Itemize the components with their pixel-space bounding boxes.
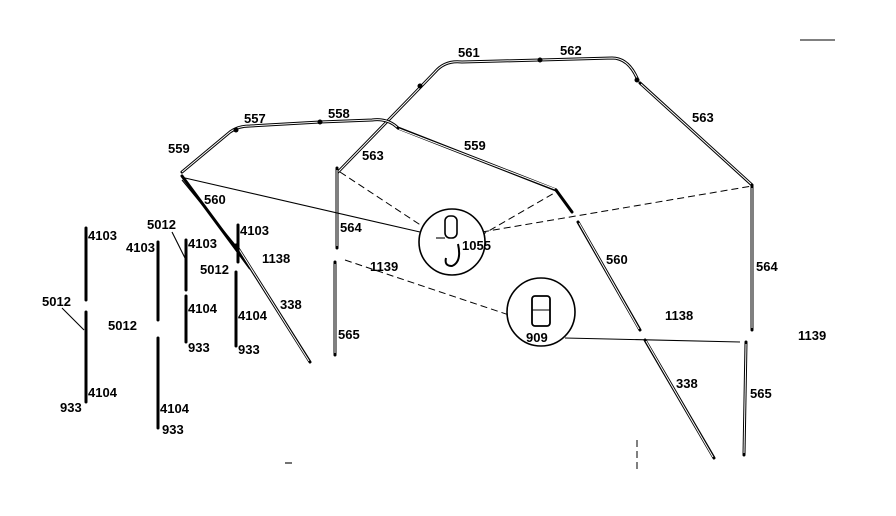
guy-line — [564, 337, 741, 343]
label-4103-a: 4103 — [88, 228, 117, 243]
label-560-right: 560 — [606, 252, 628, 267]
label-5012-b: 5012 — [108, 318, 137, 333]
label-565-left: 565 — [338, 327, 360, 342]
label-560-left: 560 — [204, 192, 226, 207]
loose-parts-left — [61, 223, 240, 430]
hook-icon — [444, 243, 461, 268]
guy-line-dashed — [479, 191, 557, 237]
label-565-right: 565 — [750, 386, 772, 401]
joint — [317, 119, 323, 125]
label-1138-right: 1138 — [665, 308, 693, 323]
front-frame — [180, 118, 558, 192]
label-564-left: 564 — [340, 220, 362, 235]
joint — [537, 57, 543, 63]
label-5012-d: 5012 — [200, 262, 229, 277]
label-933-c: 933 — [188, 340, 210, 355]
front-top-bow — [180, 118, 400, 174]
label-5012-c: 5012 — [147, 217, 176, 232]
label-909: 909 — [526, 330, 548, 345]
label-933-b: 933 — [162, 422, 184, 437]
label-561: 561 — [458, 45, 480, 60]
label-557: 557 — [244, 111, 266, 126]
rear-frame — [336, 56, 754, 187]
label-4104-c: 4104 — [188, 301, 218, 316]
joint — [634, 77, 640, 83]
joint — [233, 127, 239, 133]
label-559-right: 559 — [464, 138, 486, 153]
label-5012-a: 5012 — [42, 294, 71, 309]
label-564-right: 564 — [756, 259, 778, 274]
label-4104-d: 4104 — [238, 308, 268, 323]
callout-1055 — [418, 208, 486, 276]
label-1139-left: 1139 — [370, 259, 398, 274]
hook-clip-icon — [444, 215, 458, 239]
guy-line-dashed — [481, 185, 753, 233]
callout-909 — [506, 277, 576, 347]
label-933-a: 933 — [60, 400, 82, 415]
clip-icon — [531, 295, 551, 327]
joint — [417, 83, 423, 89]
guy-line-dashed — [344, 259, 513, 317]
label-562: 562 — [560, 43, 582, 58]
label-558: 558 — [328, 106, 350, 121]
label-338-right: 338 — [676, 376, 698, 391]
label-1138-left: 1138 — [262, 251, 290, 266]
label-338-left: 338 — [280, 297, 302, 312]
label-1139-right: 1139 — [798, 328, 826, 343]
label-4104-b: 4104 — [160, 401, 190, 416]
label-4104-a: 4104 — [88, 385, 118, 400]
guy-line-front — [181, 179, 237, 247]
label-933-d: 933 — [238, 342, 260, 357]
label-4103-d: 4103 — [240, 223, 269, 238]
leg-joint-right — [554, 188, 574, 214]
label-563-right: 563 — [692, 110, 714, 125]
guy-line — [184, 177, 421, 233]
label-4103-c: 4103 — [188, 236, 217, 251]
label-4103-b: 4103 — [126, 240, 155, 255]
label-559-left: 559 — [168, 141, 190, 156]
label-563-left: 563 — [362, 148, 384, 163]
guy-line-dashed — [339, 171, 426, 229]
label-1055: 1055 — [462, 238, 491, 253]
